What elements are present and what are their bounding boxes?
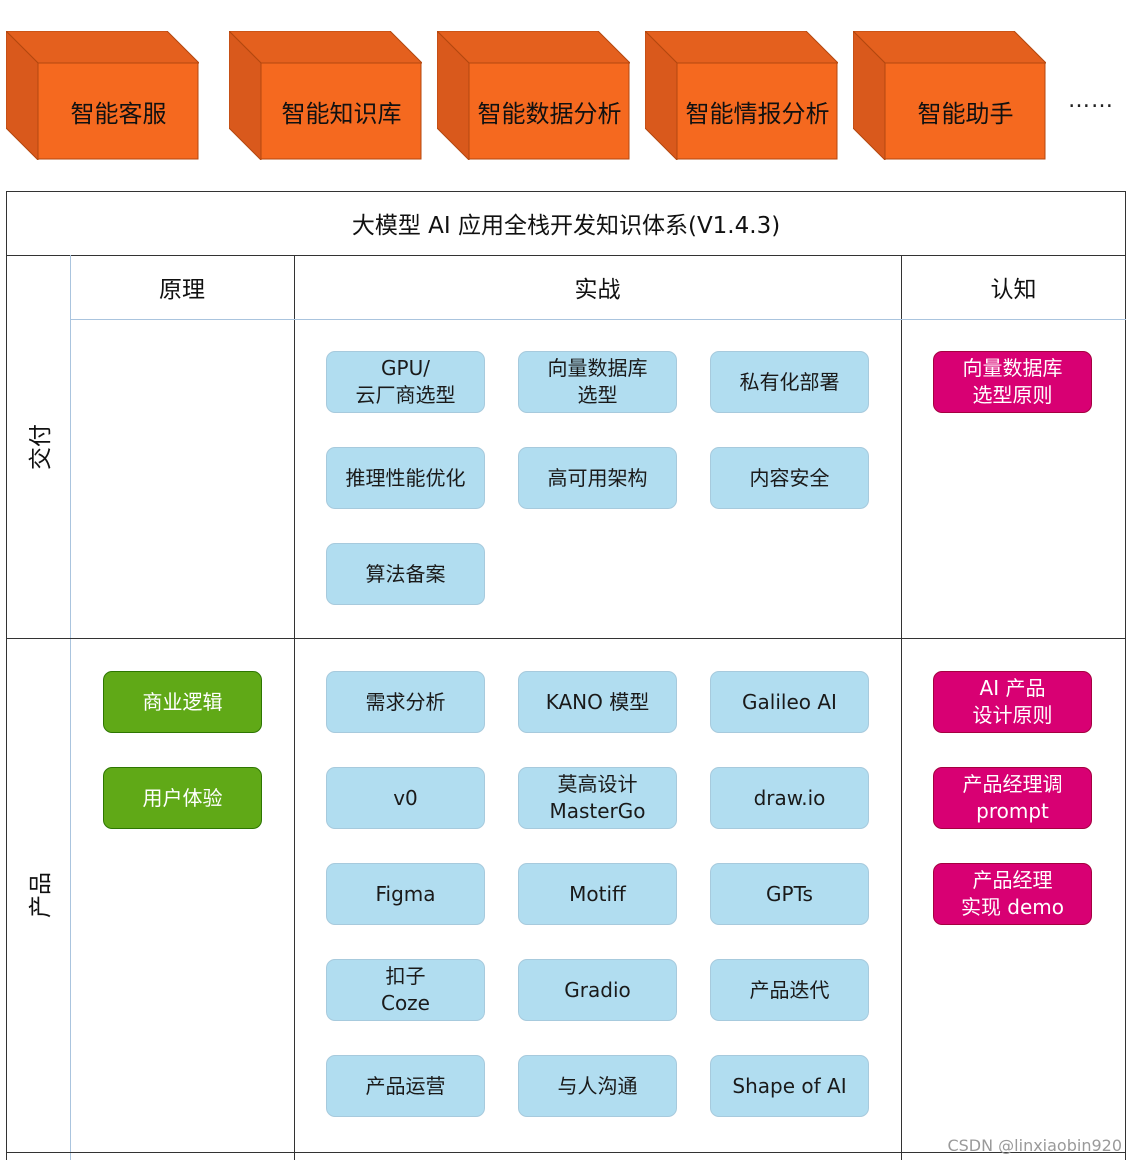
cube-label: 智能数据分析 — [477, 100, 622, 128]
cognition-item: 产品经理 实现 demo — [933, 863, 1092, 925]
practice-item: 高可用架构 — [518, 447, 677, 509]
practice-item: GPTs — [710, 863, 869, 925]
row-label-product: 产品 — [6, 638, 70, 1152]
table-divider — [6, 638, 1126, 639]
row-label-delivery: 交付 — [6, 255, 70, 638]
practice-item: 与人沟通 — [518, 1055, 677, 1117]
practice-item: Gradio — [518, 959, 677, 1021]
row-label-text: 交付 — [28, 423, 54, 470]
table-border — [1125, 191, 1126, 1160]
cube-block: 智能知识库 — [229, 31, 422, 160]
table-border — [6, 191, 1126, 192]
practice-item: 产品迭代 — [710, 959, 869, 1021]
cube-shape — [6, 31, 199, 160]
cognition-item: 产品经理调 prompt — [933, 767, 1092, 829]
more-ellipsis: …… — [1068, 88, 1114, 113]
practice-item: 需求分析 — [326, 671, 485, 733]
cognition-item: 向量数据库 选型原则 — [933, 351, 1092, 413]
practice-item: 算法备案 — [326, 543, 485, 605]
cube-block: 智能助手 — [853, 31, 1046, 160]
cube-block: 智能数据分析 — [437, 31, 630, 160]
cube-block: 智能情报分析 — [645, 31, 838, 160]
practice-item: Figma — [326, 863, 485, 925]
column-header-practice: 实战 — [574, 277, 621, 303]
watermark: CSDN @linxiaobin920 — [947, 1136, 1122, 1155]
table-divider — [70, 319, 1126, 320]
practice-item: 内容安全 — [710, 447, 869, 509]
practice-item: Motiff — [518, 863, 677, 925]
cube-shape — [437, 31, 630, 160]
practice-item: 私有化部署 — [710, 351, 869, 413]
table-divider — [294, 255, 295, 1160]
row-label-text: 产品 — [28, 872, 54, 918]
cube-shape — [853, 31, 1046, 160]
practice-item: 莫高设计 MasterGo — [518, 767, 677, 829]
cube-label: 智能客服 — [70, 100, 167, 128]
practice-item: 扣子 Coze — [326, 959, 485, 1021]
practice-item: Shape of AI — [710, 1055, 869, 1117]
practice-item: 向量数据库 选型 — [518, 351, 677, 413]
cube-shape — [229, 31, 422, 160]
table-border — [6, 255, 1126, 256]
cube-label: 智能助手 — [917, 100, 1014, 128]
table-divider — [901, 255, 902, 1160]
column-header-cognition: 认知 — [990, 277, 1037, 303]
cube-label: 智能知识库 — [281, 100, 402, 128]
principle-item: 商业逻辑 — [103, 671, 262, 733]
practice-item: Galileo AI — [710, 671, 869, 733]
cube-label: 智能情报分析 — [685, 100, 830, 128]
practice-item: KANO 模型 — [518, 671, 677, 733]
cognition-item: AI 产品 设计原则 — [933, 671, 1092, 733]
cube-shape — [645, 31, 838, 160]
table-border — [6, 191, 7, 1160]
practice-item: 产品运营 — [326, 1055, 485, 1117]
cube-block: 智能客服 — [6, 31, 199, 160]
table-divider — [70, 255, 71, 1160]
table-title: 大模型 AI 应用全栈开发知识体系(V1.4.3) — [351, 213, 781, 239]
practice-item: v0 — [326, 767, 485, 829]
table-divider — [6, 1152, 1126, 1153]
practice-item: 推理性能优化 — [326, 447, 485, 509]
column-header-principle: 原理 — [159, 277, 205, 303]
practice-item: draw.io — [710, 767, 869, 829]
practice-item: GPU/ 云厂商选型 — [326, 351, 485, 413]
principle-item: 用户体验 — [103, 767, 262, 829]
